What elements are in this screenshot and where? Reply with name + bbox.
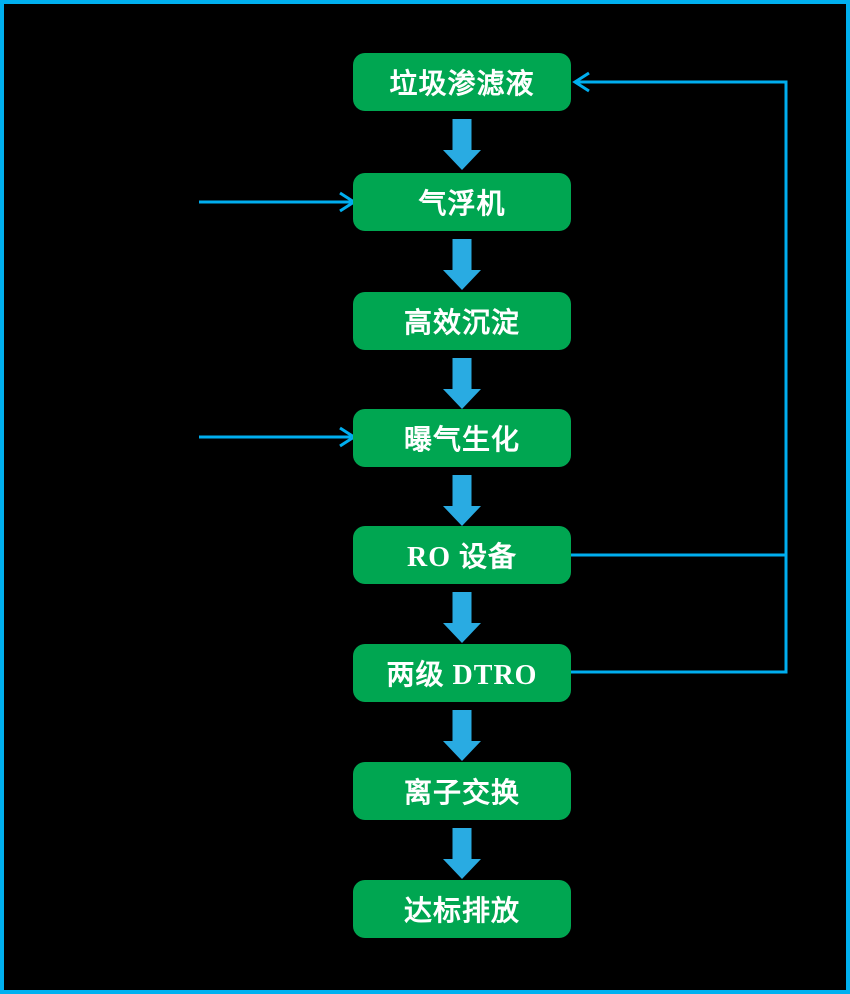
step-air-flotation: 气浮机 [353, 173, 571, 231]
step-label: 高效沉淀 [403, 308, 520, 339]
recycle-loop-line [571, 80, 788, 674]
step-label: 两级 DTRO [386, 660, 538, 691]
down-arrow-icon [443, 475, 481, 526]
down-arrow-icon [443, 710, 481, 761]
step-label: 曝气生化 [403, 425, 520, 456]
step-label: RO 设备 [406, 542, 517, 573]
step-high-efficiency-sedimentation: 高效沉淀 [353, 292, 571, 350]
step-aeration-biochemical: 曝气生化 [353, 409, 571, 467]
step-ion-exchange: 离子交换 [353, 762, 571, 820]
step-label: 垃圾渗滤液 [389, 69, 535, 100]
step-two-stage-dtro: 两级 DTRO [353, 644, 571, 702]
down-arrow-icon [443, 119, 481, 170]
down-arrow-icon [443, 239, 481, 290]
down-arrow-icon [443, 828, 481, 879]
step-label: 离子交换 [403, 778, 520, 809]
step-label: 达标排放 [403, 896, 520, 927]
down-arrow-icon [443, 358, 481, 409]
arrowhead-right-icon [339, 191, 357, 213]
down-arrow-icon [443, 592, 481, 643]
step-leachate: 垃圾渗滤液 [353, 53, 571, 111]
connector-layer [199, 71, 788, 879]
arrowhead-left-icon [572, 71, 590, 93]
step-label: 气浮机 [418, 189, 506, 220]
step-compliant-discharge: 达标排放 [353, 880, 571, 938]
step-ro-equipment: RO 设备 [353, 526, 571, 584]
arrowhead-right-icon [339, 426, 357, 448]
